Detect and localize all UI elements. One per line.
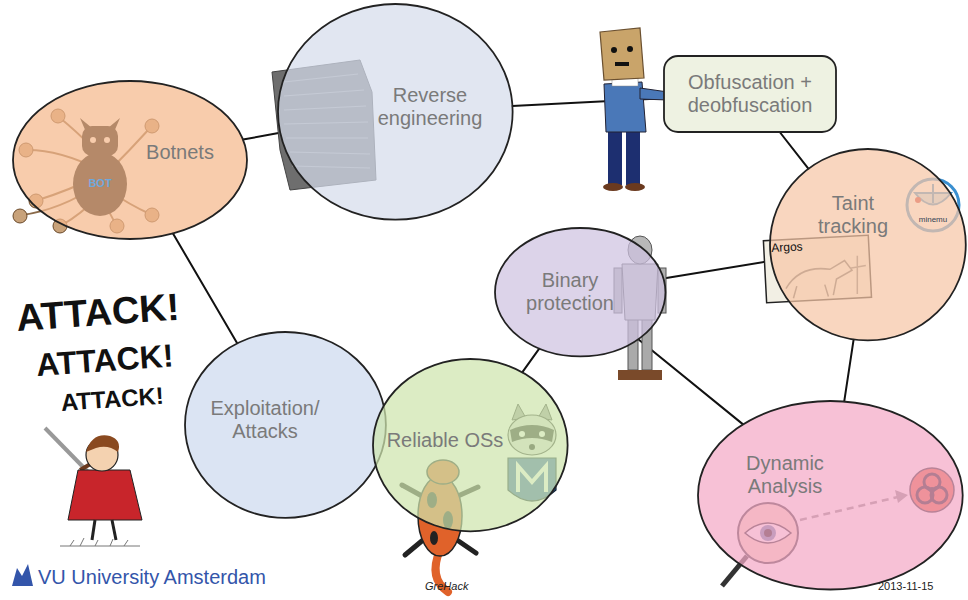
topic-ellipse xyxy=(185,332,386,518)
topic-node: Reliable OSs xyxy=(372,358,569,532)
logo-wordmark: minemu xyxy=(919,216,947,225)
bagman-shoe xyxy=(625,183,645,191)
bagman-bag xyxy=(600,28,644,80)
kid-leg xyxy=(112,520,116,540)
bagman-leg xyxy=(626,130,640,185)
topic-text-group: Reliable OSs xyxy=(387,428,504,451)
topic-node: Dynamic Analysis xyxy=(697,400,964,591)
salamander-leg xyxy=(457,540,476,553)
kid-leg xyxy=(92,520,95,540)
shout-text: ATTACK! xyxy=(15,287,181,340)
bot-hand xyxy=(13,209,27,223)
topic-text-group: Botnets xyxy=(146,141,214,164)
kid-hair xyxy=(86,435,119,452)
bagman-eye xyxy=(611,47,617,53)
shout-text: ATTACK! xyxy=(60,383,165,417)
picture-caption: Argos xyxy=(771,240,803,255)
link-line xyxy=(638,339,743,424)
link-line xyxy=(243,133,280,140)
topic-ellipse xyxy=(278,4,513,220)
salamander-leg xyxy=(405,540,423,555)
topic-ellipse xyxy=(495,228,665,356)
topic-label: Reverse engineering xyxy=(365,84,495,130)
link-line xyxy=(663,261,771,279)
university-logo xyxy=(12,564,33,586)
bagman-eye xyxy=(627,46,633,52)
shout-text: ATTACK! xyxy=(35,338,175,383)
topic-node: Exploitation/ Attacks xyxy=(184,331,387,519)
topic-text-group: Dynamic Analysis xyxy=(730,452,840,498)
grass-sketch xyxy=(60,538,140,546)
topic-ellipse xyxy=(698,401,963,590)
topic-text-group: Reverse engineering xyxy=(365,84,495,130)
link-line xyxy=(522,348,539,372)
topic-outline xyxy=(697,400,964,591)
bagman-leg xyxy=(608,130,622,185)
link-line xyxy=(173,233,237,343)
topic-text-group: Exploitation/ Attacks xyxy=(202,397,327,443)
bagman-shoe xyxy=(603,183,623,191)
topic-label: Botnets xyxy=(146,141,214,164)
bagman-mouth xyxy=(615,62,629,66)
kid-illustration xyxy=(45,428,142,546)
topic-node: Obfuscation + deobfuscation xyxy=(663,55,837,133)
armour-stand xyxy=(618,370,662,380)
topic-label: Taint tracking xyxy=(803,192,903,238)
date-label: 2013-11-15 xyxy=(878,580,933,592)
topic-ellipse xyxy=(770,149,966,340)
topic-text-group: Obfuscation + deobfuscation xyxy=(675,71,825,117)
topic-node: Botnets xyxy=(12,80,248,240)
topic-label: Exploitation/ Attacks xyxy=(202,397,327,443)
topic-node: Reverse engineering xyxy=(277,3,514,221)
event-name: GreHack xyxy=(425,580,468,592)
link-line xyxy=(844,340,853,402)
bot-tag: BOT xyxy=(88,177,111,189)
topic-label: Binary protection xyxy=(515,269,625,315)
topic-label: Reliable OSs xyxy=(387,428,504,451)
institution-name: VU University Amsterdam xyxy=(38,566,266,588)
topic-ellipse xyxy=(13,81,247,239)
topic-label: Obfuscation + deobfuscation xyxy=(675,71,825,117)
topic-node: Binary protection xyxy=(494,227,666,357)
topic-text-group: Taint tracking xyxy=(803,192,903,238)
kid-sword xyxy=(45,428,88,472)
salamander-spot xyxy=(430,531,438,545)
topic-label: Dynamic Analysis xyxy=(730,452,840,498)
topic-text-group: Binary protection xyxy=(515,269,625,315)
topic-box xyxy=(664,56,836,132)
topic-ellipse xyxy=(373,359,568,531)
link-line xyxy=(780,132,809,169)
kid-cape xyxy=(68,470,142,520)
